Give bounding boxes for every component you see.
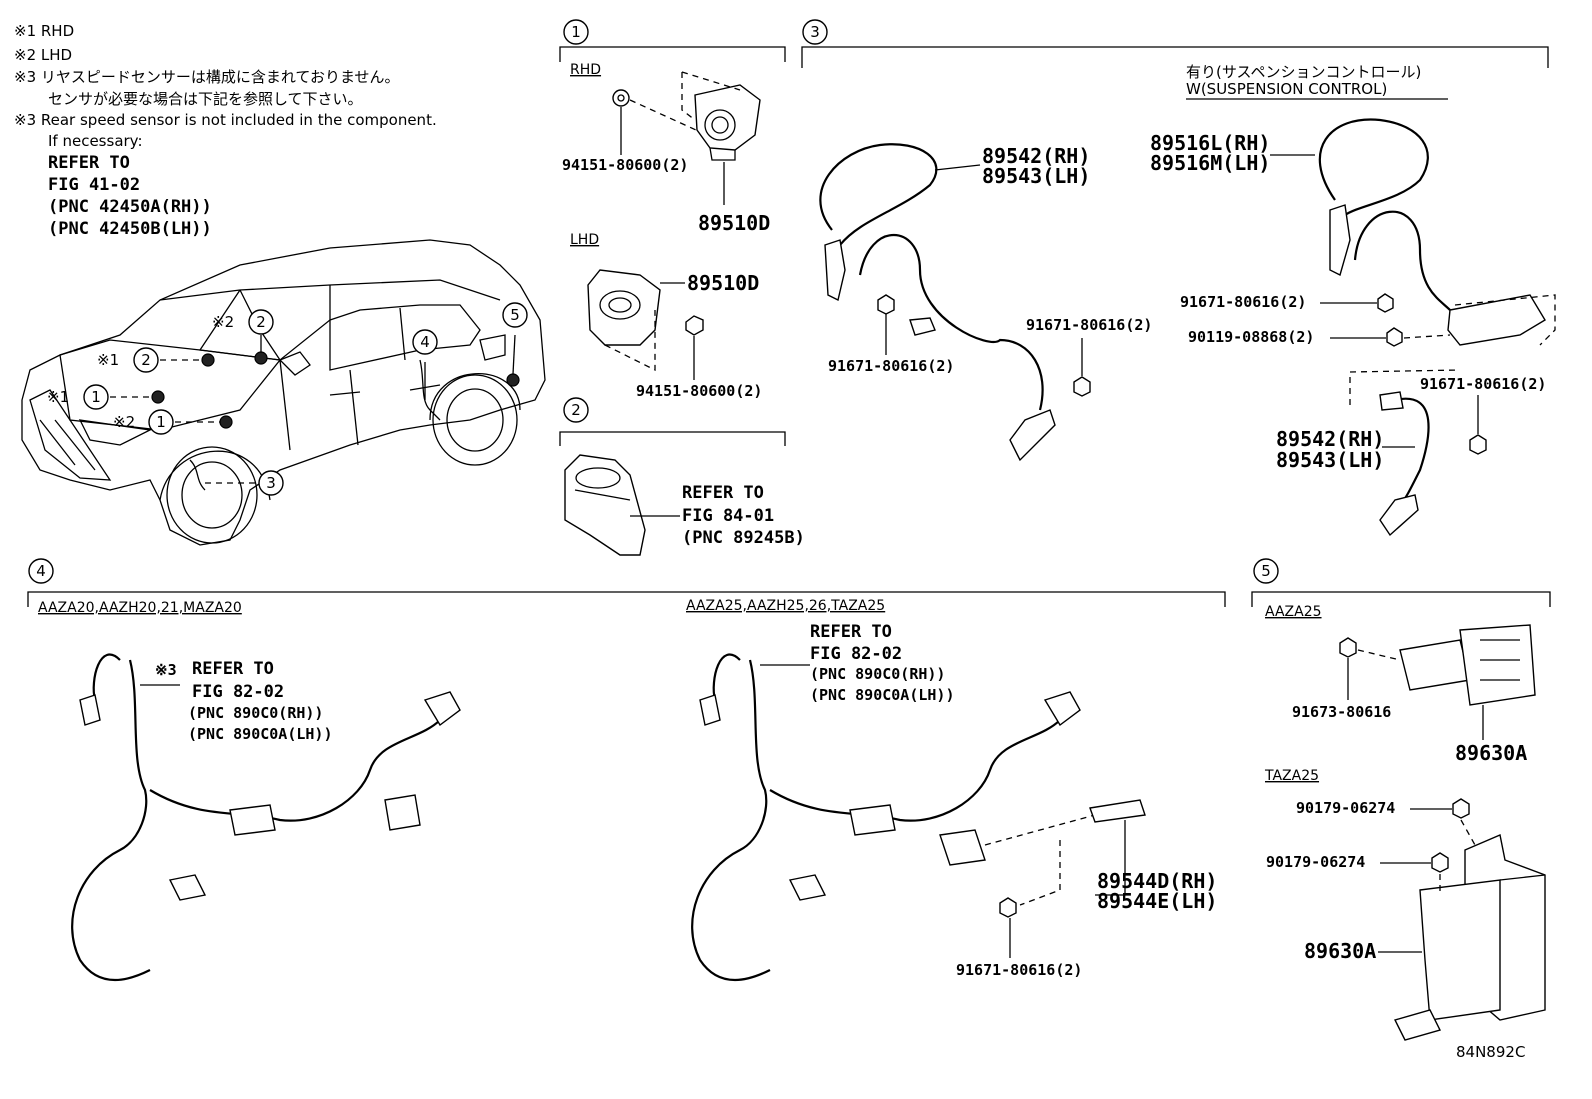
speed-sensor-89542 [1009, 409, 1056, 462]
car-mark-2a: ※2 [113, 413, 135, 431]
car-callout-4-label: 4 [420, 333, 430, 351]
car-callout-1-rhd-label: 1 [91, 388, 101, 406]
car-callout-5-label: 5 [510, 306, 520, 324]
car-illustration: 2 ※1 1 ※1 1 ※2 2 ※2 3 4 5 [21, 239, 546, 546]
section-5-aaza25: AAZA25 [1265, 604, 1322, 620]
section-4-number: 4 [36, 562, 46, 580]
bracket-shape [1447, 294, 1546, 346]
section-4-mark-3: ※3 [155, 661, 177, 679]
car-callout-1-rhd [83, 384, 109, 410]
car-mark-1b: ※1 [47, 388, 69, 406]
section-2-refer: REFER TO [682, 483, 764, 503]
part-89630A-aaza: 89630A [1455, 741, 1527, 765]
car-mark-2b: ※2 [212, 313, 234, 331]
part-89543-lh-c: 89543(LH) [1276, 448, 1384, 472]
part-89510D-rhd: 89510D [698, 211, 770, 235]
section-1-rhd-label: RHD [570, 62, 601, 78]
part-89516M-lh: 89516M(LH) [1150, 151, 1270, 175]
part-91671-80616-b1: 91671-80616(2) [1180, 293, 1306, 311]
section-1: 1 RHD LHD 94151-80600(2) 89510D 89510D 9… [559, 19, 786, 400]
note-if-necessary: If necessary: [48, 132, 143, 150]
car-callout-2-lhd [248, 309, 274, 335]
section-4-right-pnc-lh: (PNC 890C0A(LH)) [810, 686, 955, 704]
part-90179-06274-b: 90179-06274 [1266, 853, 1365, 871]
note-pnc-rh: (PNC 42450A(RH)) [48, 197, 212, 217]
part-91671-80616-a1: 91671-80616(2) [828, 357, 954, 375]
car-callout-2-lhd-label: 2 [256, 313, 266, 331]
car-callout-2-rhd-label: 2 [141, 351, 151, 369]
section-4-right-pnc-rh: (PNC 890C0(RH)) [810, 665, 945, 683]
lhd-sensor-shape [587, 269, 661, 346]
note-lhd: ※2 LHD [14, 46, 72, 64]
section-4-left-models: AAZA20,AAZH20,21,MAZA20 [38, 600, 242, 616]
car-callout-1-lhd [148, 409, 174, 435]
car-callout-3 [258, 470, 284, 496]
section-2-fig: FIG 84-01 [682, 506, 774, 526]
section-1-number: 1 [571, 23, 581, 41]
part-89543-lh-a: 89543(LH) [982, 164, 1090, 188]
part-94151-80600-rhd: 94151-80600(2) [562, 156, 688, 174]
part-91671-80616-c: 91671-80616(2) [956, 961, 1082, 979]
section-3-jp-condition: 有り(サスペンションコントロール) [1186, 63, 1421, 81]
note-pnc-lh: (PNC 42450B(LH)) [48, 219, 212, 239]
part-89510D-lhd: 89510D [687, 271, 759, 295]
section-4-right-models: AAZA25,AAZH25,26,TAZA25 [686, 598, 885, 614]
note-3-jp-2: センサが必要な場合は下記を参照して下さい。 [48, 90, 363, 108]
section-5-taza25: TAZA25 [1264, 768, 1319, 784]
part-91673-80616: 91673-80616 [1292, 703, 1391, 721]
car-mark-1a: ※1 [97, 351, 119, 369]
connector-left [384, 794, 421, 831]
note-fig: FIG 41-02 [48, 175, 140, 195]
section-3: 3 有り(サスペンションコントロール) W(SUSPENSION CONTROL… [801, 19, 1556, 537]
section-3-en-condition: W(SUSPENSION CONTROL) [1186, 80, 1387, 98]
ecu-89630A-aaza [1459, 624, 1536, 706]
part-94151-80600-lhd: 94151-80600(2) [636, 382, 762, 400]
sensor-wire-89516 [1318, 118, 1429, 216]
note-3-en: ※3 Rear speed sensor is not included in … [14, 111, 437, 129]
connector-89542-c [1379, 391, 1404, 411]
car-callout-2-rhd [133, 347, 159, 373]
sensor-89544 [1089, 799, 1146, 823]
car-callout-3-label: 3 [266, 474, 276, 492]
car-callout-1-lhd-label: 1 [156, 413, 166, 431]
section-3-number: 3 [810, 23, 820, 41]
car-callout-5 [502, 302, 528, 328]
section-2-part-shape [564, 454, 646, 556]
part-89542-rh-c: 89542(RH) [1276, 427, 1384, 451]
part-89516L-rh: 89516L(RH) [1150, 131, 1270, 155]
part-89544E-lh: 89544E(LH) [1097, 889, 1217, 913]
note-rhd: ※1 RHD [14, 22, 74, 40]
part-90179-06274-a: 90179-06274 [1296, 799, 1395, 817]
speed-sensor-89542-c [1379, 494, 1419, 537]
diagram-code: 84N892C [1456, 1043, 1525, 1061]
section-4-left-pnc-lh: (PNC 890C0A(LH)) [188, 725, 333, 743]
sensor-wire-89542 [819, 143, 938, 246]
section-5-number: 5 [1261, 562, 1271, 580]
notes-block: ※1 RHD ※2 LHD ※3 リヤスピードセンサーは構成に含まれておりません… [14, 22, 437, 239]
part-89630A-taza: 89630A [1304, 939, 1376, 963]
part-89544D-rh: 89544D(RH) [1097, 869, 1217, 893]
note-refer-to: REFER TO [48, 153, 130, 173]
part-91671-80616-b3: 91671-80616(2) [1420, 375, 1546, 393]
section-2: 2 REFER TO FIG 84-01 (PNC 89245B) [559, 397, 805, 556]
section-4-left-refer: REFER TO [192, 659, 274, 679]
car-callout-4 [412, 329, 438, 355]
part-91671-80616-a2: 91671-80616(2) [1026, 316, 1152, 334]
part-89542-rh-a: 89542(RH) [982, 144, 1090, 168]
section-2-pnc: (PNC 89245B) [682, 528, 805, 548]
rhd-sensor-shape [694, 84, 761, 151]
section-2-number: 2 [571, 401, 581, 419]
section-4-right-refer: REFER TO [810, 622, 892, 642]
section-4-right-fig: FIG 82-02 [810, 644, 902, 664]
note-3-jp: ※3 リヤスピードセンサーは構成に含まれておりません。 [14, 68, 400, 86]
section-1-lhd-label: LHD [570, 232, 599, 248]
section-4: 4 AAZA20,AAZH20,21,MAZA20 AAZA25,AAZH25,… [27, 558, 1226, 982]
section-4-left-pnc-rh: (PNC 890C0(RH)) [188, 704, 323, 722]
section-4-left-fig: FIG 82-02 [192, 682, 284, 702]
section-5: 5 AAZA25 TAZA25 91673-80616 89630A 90179… [1251, 558, 1551, 1041]
connector-right [939, 829, 986, 866]
part-90119-08868: 90119-08868(2) [1188, 328, 1314, 346]
